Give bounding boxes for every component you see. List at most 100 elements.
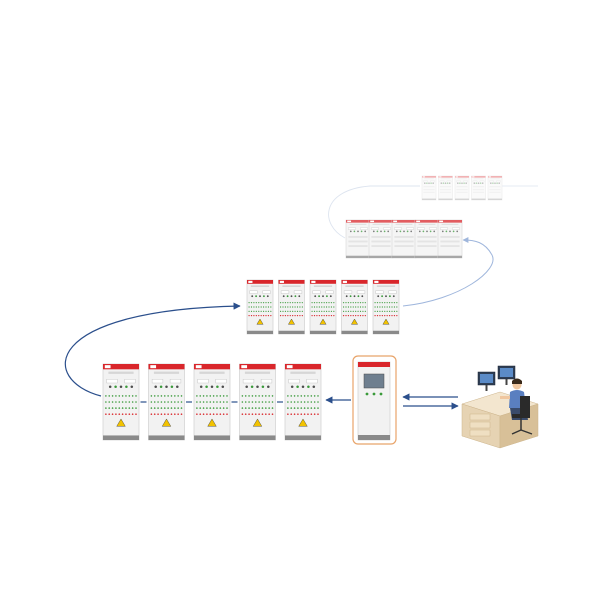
switch-lamp-icon [222, 407, 225, 409]
cabinet-body [414, 219, 440, 259]
switch-lamp-icon [374, 310, 376, 312]
switch-lamp-icon [300, 395, 303, 397]
switch-lamp-icon [163, 395, 166, 397]
switch-lamp-icon [196, 401, 198, 403]
cabinet-header [278, 280, 305, 284]
switch-lamp-icon [359, 306, 362, 308]
switchgear-cabinet [345, 219, 371, 259]
switch-lamp-icon [290, 407, 293, 409]
switch-lamp-icon [251, 413, 254, 415]
switch-lamp-icon [174, 401, 176, 403]
status-lamp-icon [406, 230, 409, 233]
switch-lamp-icon [248, 306, 250, 308]
status-lamp-icon [456, 230, 459, 233]
status-lamp-icon [221, 385, 225, 389]
switch-lamp-icon [268, 401, 270, 403]
cabinet-header [422, 176, 436, 178]
switch-lamp-icon [388, 306, 391, 308]
switch-lamp-icon [310, 413, 313, 415]
cabinet-body [284, 363, 322, 441]
switch-lamp-icon [157, 395, 159, 397]
status-lamp-icon [381, 295, 384, 298]
warning-icon [207, 418, 217, 427]
cabinet-base [369, 255, 393, 258]
status-lamp-icon [380, 230, 382, 233]
monitor-stand [505, 379, 508, 385]
cabinet-label-strip [290, 371, 316, 374]
switch-lamp-icon [131, 395, 134, 397]
status-lamp-icon [250, 385, 254, 389]
status-lamp-icon [433, 230, 436, 233]
switch-lamp-icon [105, 395, 107, 397]
cabinet-indicator-box [472, 180, 478, 183]
switch-lamp-icon [160, 395, 163, 397]
switch-lamp-icon [150, 413, 153, 415]
status-lamp-icon [383, 230, 386, 233]
switchgear-cabinet [368, 219, 394, 259]
desk-drawer [469, 421, 491, 429]
switch-lamp-icon [313, 302, 316, 304]
status-lamp-icon [210, 385, 214, 389]
switch-lamp-icon [284, 315, 287, 317]
cabinet-label-strip [395, 223, 413, 225]
switch-lamp-icon [248, 395, 250, 397]
switch-lamp-icon [294, 310, 296, 312]
switch-lamp-icon [297, 413, 299, 415]
switch-lamp-icon [345, 302, 347, 304]
switch-lamp-icon [250, 310, 253, 312]
switch-lamp-icon [153, 395, 156, 397]
cabinet-body [471, 175, 486, 201]
cabinet-base [285, 435, 321, 440]
abb-logo-icon [311, 280, 316, 283]
switch-lamp-icon [330, 302, 333, 304]
switch-lamp-icon [267, 315, 270, 317]
switch-lamp-icon [359, 315, 362, 317]
switch-lamp-icon [202, 401, 205, 403]
switch-lamp-icon [209, 395, 212, 397]
switch-lamp-icon [386, 315, 388, 317]
switch-lamp-icon [299, 315, 301, 317]
status-lamp-icon [418, 230, 421, 233]
switch-lamp-icon [121, 395, 124, 397]
switch-lamp-icon [271, 395, 274, 397]
switch-lamp-icon [279, 306, 282, 308]
switch-lamp-icon [202, 407, 205, 409]
switch-lamp-icon [199, 395, 202, 397]
status-lamp-icon [307, 385, 310, 389]
switch-lamp-icon [310, 395, 313, 397]
switch-lamp-icon [287, 306, 289, 308]
abb-logo-icon [286, 365, 293, 369]
switch-lamp-icon [364, 302, 366, 304]
switch-lamp-icon [355, 302, 357, 304]
cabinet-indicator-box [452, 227, 460, 230]
status-lamp-icon [119, 385, 123, 389]
warning-icon [351, 318, 358, 325]
switch-lamp-icon [352, 315, 354, 317]
status-lamp-icon [445, 230, 448, 233]
switch-row [348, 235, 368, 238]
switch-lamp-icon [374, 302, 376, 304]
switch-lamp-icon [381, 306, 383, 308]
status-lamp-icon [441, 230, 444, 233]
switch-lamp-icon [265, 395, 267, 397]
switch-lamp-icon [307, 407, 309, 409]
switch-lamp-icon [293, 407, 296, 409]
switch-lamp-icon [258, 310, 260, 312]
warning-icon [256, 318, 264, 325]
switch-lamp-icon [222, 413, 225, 415]
switch-lamp-icon [321, 310, 323, 312]
row-4-cabinets [102, 363, 322, 441]
cabinet-body [391, 219, 417, 259]
status-lamp-icon [349, 295, 352, 298]
switch-row [440, 235, 460, 238]
cabinet-label-strip [441, 223, 459, 225]
switch-lamp-icon [325, 306, 328, 308]
switch-lamp-icon [379, 310, 381, 312]
switch-lamp-icon [293, 401, 296, 403]
cabinet-indicator-box [169, 378, 182, 384]
switch-lamp-icon [150, 407, 153, 409]
cabinet-indicator-box [394, 227, 402, 230]
status-lamp-icon [329, 295, 332, 298]
